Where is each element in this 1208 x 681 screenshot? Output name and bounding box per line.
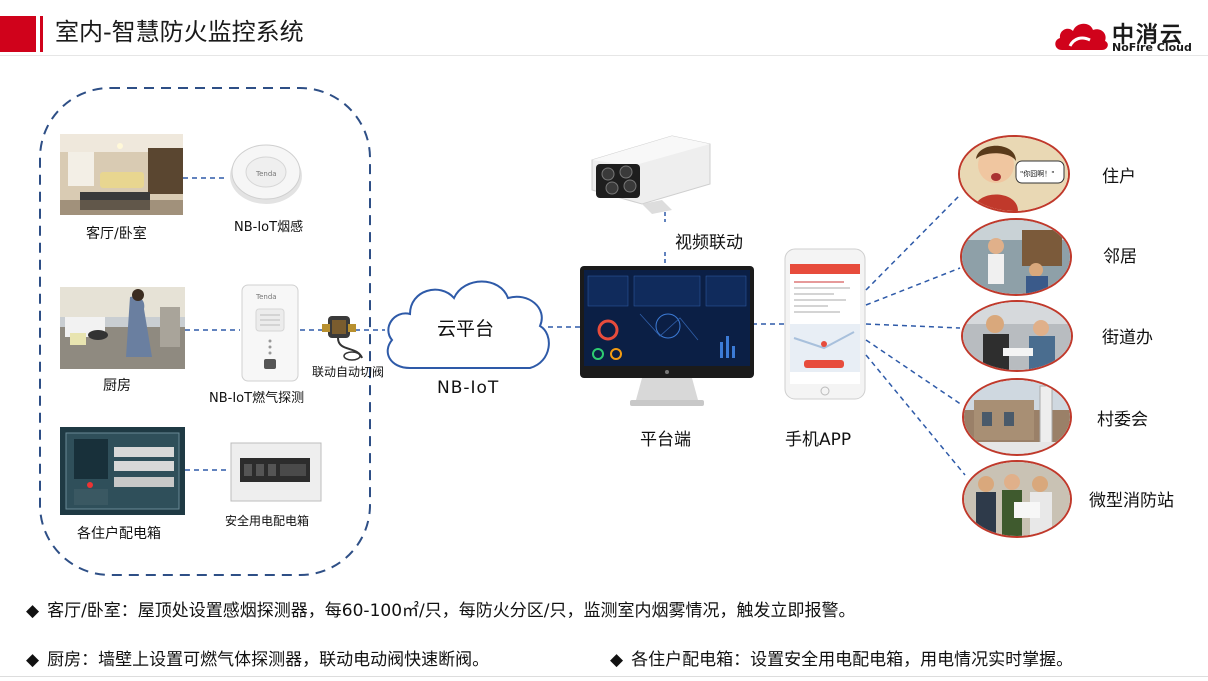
- kitchen-label: 厨房: [103, 378, 131, 394]
- auto-valve-icon: [318, 312, 364, 362]
- platform-label: 平台端: [640, 430, 691, 450]
- street-office-photo: [961, 300, 1073, 372]
- smoke-detector-icon: Tenda: [228, 140, 304, 206]
- logo-text-cn: 中消云: [1112, 23, 1185, 48]
- bullet-text-living-room: 客厅/卧室：屋顶处设置感烟探测器，每60-100㎡/只，每防火分区/只，监测室内…: [47, 601, 856, 621]
- smoke-detector-label: NB-IoT烟感: [234, 220, 304, 235]
- cloud-platform-icon: [380, 268, 555, 376]
- bullet-text-kitchen: 厨房：墙壁上设置可燃气体探测器，联动电动阀快速断阀。: [47, 650, 490, 670]
- auto-valve-label: 联动自动切阀: [312, 365, 385, 379]
- mobile-app-label: 手机APP: [785, 430, 852, 450]
- recipient-label-street-office: 街道办: [1102, 328, 1153, 348]
- cloud-platform-label: 云平台: [437, 318, 495, 340]
- distribution-box-photo: [60, 427, 185, 515]
- recipient-label-resident: 住户: [1102, 167, 1136, 187]
- resident-photo: "你囧啊！": [958, 135, 1070, 213]
- gas-detector-label: NB-IoT燃气探测: [209, 391, 305, 406]
- recipient-label-fire-station: 微型消防站: [1089, 491, 1174, 511]
- neighbor-photo: [960, 218, 1072, 296]
- bullet-distribution-box: ◆ 各住户配电箱：设置安全用电配电箱，用电情况实时掌握。: [610, 645, 1073, 670]
- logo-text-en: NoFire Cloud: [1112, 41, 1192, 54]
- header-accent-square: [0, 16, 36, 52]
- bullet-kitchen: ◆ 厨房：墙壁上设置可燃气体探测器，联动电动阀快速断阀。: [26, 645, 489, 670]
- recipient-label-village-committee: 村委会: [1097, 410, 1148, 430]
- video-camera-icon: [582, 130, 712, 214]
- fire-station-photo: [962, 460, 1072, 538]
- speech-bubble-text: "你囧啊！": [1020, 169, 1054, 178]
- diamond-bullet-icon: ◆: [610, 650, 624, 670]
- cloud-logo-icon: [1052, 18, 1110, 52]
- bullet-living-room: ◆ 客厅/卧室：屋顶处设置感烟探测器，每60-100㎡/只，每防火分区/只，监测室…: [26, 596, 855, 621]
- svg-text:Tenda: Tenda: [255, 293, 277, 301]
- svg-text:Tenda: Tenda: [255, 170, 277, 178]
- safety-box-icon: [230, 442, 322, 502]
- premises-boundary: [39, 87, 371, 576]
- distribution-box-label: 各住户配电箱: [77, 526, 161, 542]
- safety-box-label: 安全用电配电箱: [225, 514, 310, 528]
- living-room-label: 客厅/卧室: [86, 226, 147, 242]
- recipient-label-neighbor: 邻居: [1103, 247, 1137, 267]
- page-title: 室内-智慧防火监控系统: [55, 18, 304, 46]
- kitchen-photo: [60, 287, 185, 369]
- diamond-bullet-icon: ◆: [26, 650, 40, 670]
- diamond-bullet-icon: ◆: [26, 601, 40, 621]
- platform-monitor-icon: [580, 266, 754, 408]
- video-link-label: 视频联动: [675, 233, 743, 253]
- header-divider: [0, 55, 1208, 56]
- header-accent-bar: [40, 16, 43, 52]
- living-room-photo: [60, 134, 183, 215]
- bullet-text-distribution-box: 各住户配电箱：设置安全用电配电箱，用电情况实时掌握。: [631, 650, 1074, 670]
- network-label: NB-IoT: [437, 378, 500, 398]
- footer-divider: [0, 676, 1208, 677]
- mobile-phone-icon: [784, 248, 866, 400]
- village-committee-photo: [962, 378, 1072, 456]
- gas-detector-icon: Tenda: [240, 283, 300, 383]
